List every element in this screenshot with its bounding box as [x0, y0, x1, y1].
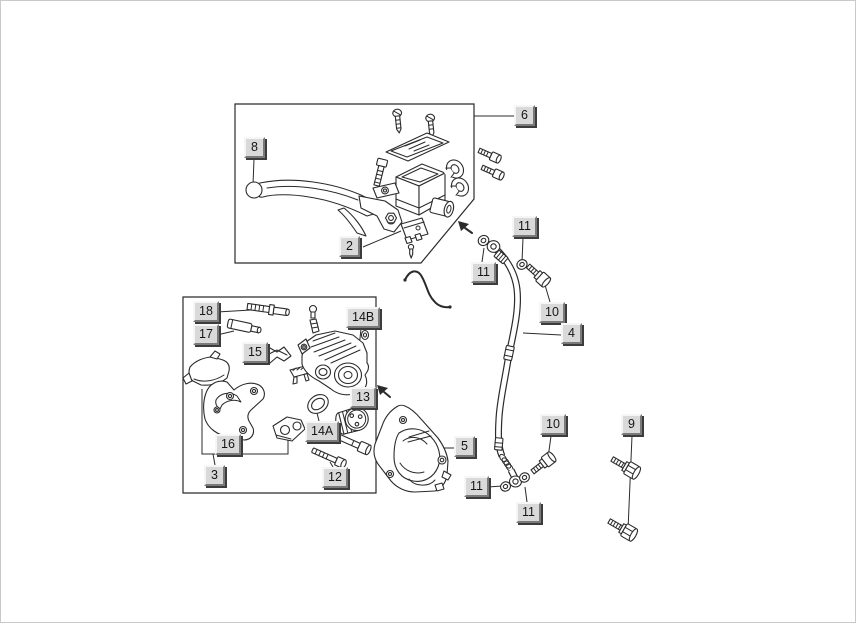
caliper-bolt — [311, 446, 348, 469]
callout-12: 12 — [322, 467, 348, 488]
reservoir-cap — [386, 133, 449, 161]
callout-3: 3 — [204, 465, 225, 486]
callout-15: 15 — [242, 342, 268, 363]
pad-pin-sleeve — [227, 319, 262, 335]
sealing-washer-bottom-right — [518, 471, 531, 484]
pad-pin-bolt — [247, 302, 290, 318]
banjo-bolt-top — [524, 262, 552, 289]
callout-8: 8 — [244, 137, 265, 158]
callout-11: 11 — [471, 262, 496, 283]
caliper-mount-bolts — [606, 453, 642, 542]
callout-14A: 14A — [305, 421, 340, 442]
caliper-assembly — [374, 405, 451, 492]
brake-pad-right — [273, 417, 305, 441]
callout-11: 11 — [464, 476, 489, 497]
callout-5: 5 — [454, 436, 475, 457]
caliper-housing — [298, 331, 369, 395]
pin-boot — [362, 331, 369, 340]
callout-11: 11 — [512, 216, 537, 237]
handlebar-clamp — [443, 157, 472, 198]
reservoir-cap-screws — [392, 109, 436, 138]
hose-guide-wire — [403, 271, 452, 309]
brake-light-switch — [401, 218, 428, 258]
callout-4: 4 — [561, 323, 582, 344]
caliper-parts-group-frame — [183, 297, 376, 493]
master-cylinder-group-frame — [235, 104, 474, 263]
pad-spring — [263, 347, 291, 363]
bleed-screw-cap — [310, 306, 317, 319]
brake-pad-left — [183, 351, 229, 385]
callout-18: 18 — [193, 301, 219, 322]
lever-pivot-bolt — [372, 158, 388, 187]
caliper-bracket — [204, 381, 265, 440]
callout-10: 10 — [539, 302, 565, 323]
sealing-washer-bottom-left — [499, 480, 512, 493]
callout-2: 2 — [339, 236, 360, 257]
callout-16: 16 — [215, 434, 241, 455]
brake-lever — [246, 180, 402, 236]
sealing-washer-top-left — [476, 234, 490, 248]
callout-11: 11 — [516, 502, 541, 523]
assembly-arrow-bottom — [377, 385, 390, 397]
callout-17: 17 — [193, 324, 219, 345]
caliper-parts-group — [183, 302, 372, 469]
master-cylinder-body — [373, 164, 455, 218]
assembly-arrow-top — [458, 221, 472, 233]
callout-6: 6 — [514, 105, 535, 126]
callout-13: 13 — [350, 387, 376, 408]
bleed-valve — [310, 319, 319, 333]
banjo-bolt-bottom — [529, 451, 557, 477]
callout-14B: 14B — [346, 307, 381, 328]
callout-10: 10 — [540, 414, 566, 435]
callout-9: 9 — [621, 414, 642, 435]
brake-hose — [476, 234, 557, 493]
sealing-washer-top-right — [515, 258, 529, 271]
piston-seal — [304, 391, 332, 418]
pivot-nut — [386, 213, 397, 223]
clamp-bolts — [477, 146, 505, 180]
